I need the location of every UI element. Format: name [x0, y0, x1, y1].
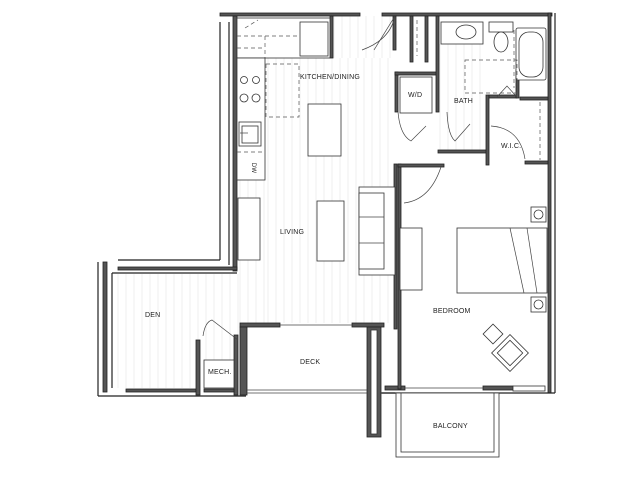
doors [202, 15, 526, 341]
interior-walls [195, 15, 549, 438]
label-wd: W/D [408, 92, 422, 99]
room-labels: KITCHEN/DINING W/D BATH W.I.C. LIVING BE… [145, 74, 521, 430]
label-bath: BATH [454, 98, 473, 105]
mech-door-swing [202, 319, 239, 341]
bath-door-swing [446, 111, 471, 142]
living-furniture [237, 186, 396, 276]
wd-door-swing [397, 111, 427, 142]
sofa-icon [358, 186, 396, 276]
kitchen-fixtures: DW [236, 17, 342, 181]
kitchen-island [307, 103, 342, 157]
vanity-sink-icon [455, 24, 477, 40]
dishwasher-label: DW [250, 163, 256, 174]
cooktop-icon [239, 76, 261, 103]
armchair-icon [482, 323, 529, 372]
label-kitchen-dining: KITCHEN/DINING [300, 74, 360, 81]
label-balcony: BALCONY [433, 423, 468, 430]
label-den: DEN [145, 312, 160, 319]
bath-fixtures [440, 21, 547, 94]
toilet-icon [493, 31, 509, 53]
label-living: LIVING [280, 229, 304, 236]
bath-inner-door [495, 85, 517, 99]
balcony-outline [395, 392, 500, 458]
bedroom-door-swing [403, 166, 442, 204]
bed-icon [456, 227, 548, 294]
coffee-table [316, 200, 345, 262]
label-deck: DECK [300, 359, 320, 366]
label-wic: W.I.C. [501, 143, 521, 150]
label-bedroom: BEDROOM [433, 308, 471, 315]
bedroom-furniture [399, 206, 548, 372]
sink-icon [238, 121, 262, 147]
entry-door-swing [361, 15, 396, 51]
mech-unit [203, 359, 235, 389]
tv-console [237, 197, 261, 261]
wic-door-swing [490, 125, 526, 160]
label-mech: MECH. [208, 369, 232, 376]
dresser [399, 227, 423, 291]
washer-dryer [399, 76, 433, 114]
